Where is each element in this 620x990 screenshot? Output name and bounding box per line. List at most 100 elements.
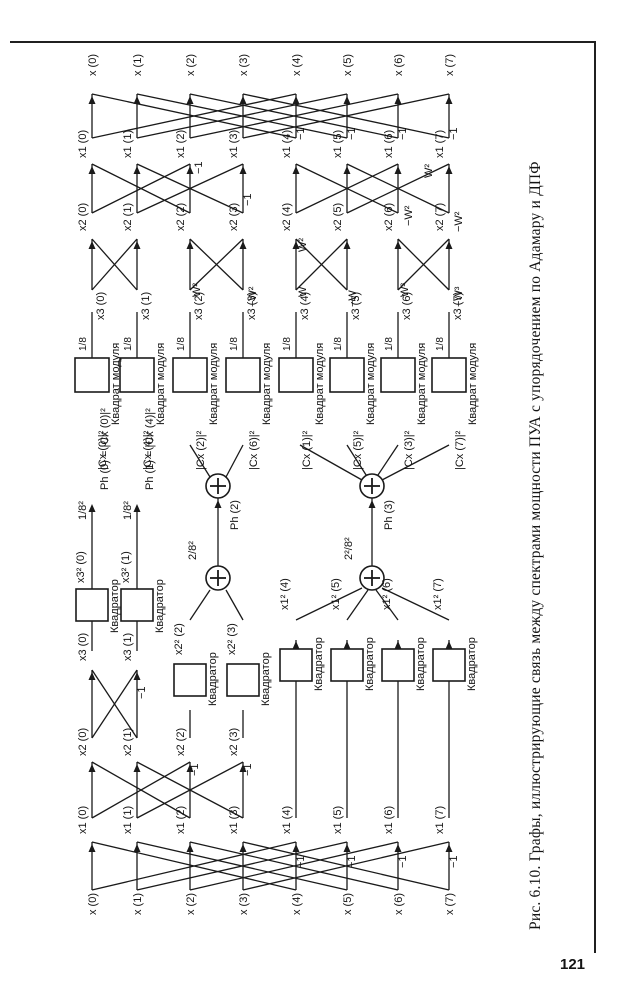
stage1-label: x1 (0) bbox=[77, 806, 89, 834]
stage3-right-label: x3 (4) bbox=[299, 292, 311, 320]
modulus-block-label: Квадрат модуля bbox=[208, 343, 220, 425]
butterfly-cross bbox=[136, 93, 348, 139]
twiddle-label: W² bbox=[423, 164, 435, 178]
coef-label: 2/8² bbox=[187, 541, 199, 560]
square-block bbox=[432, 648, 466, 682]
top-input-label: x (3) bbox=[238, 54, 250, 76]
butterfly-arrow bbox=[292, 844, 300, 852]
input-label: x (1) bbox=[132, 893, 144, 915]
top-input-label: x (6) bbox=[393, 54, 405, 76]
modulus-block bbox=[431, 357, 467, 393]
twiddle-label: W bbox=[297, 286, 309, 297]
stage1-label: x1 (5) bbox=[332, 806, 344, 834]
butterfly-cross bbox=[136, 163, 244, 214]
square-block-label: Квадратор bbox=[260, 652, 272, 706]
coef-label: 1/8 bbox=[229, 337, 240, 351]
square-out-label: x1² (5) bbox=[330, 578, 342, 610]
stage2-right-label: x2 (6) bbox=[383, 203, 395, 231]
butterfly-cross bbox=[346, 163, 450, 214]
stage2-label: x2 (1) bbox=[122, 728, 134, 756]
minus-one-label: −1 bbox=[189, 763, 201, 776]
stage2-right-label: x2 (2) bbox=[175, 203, 187, 231]
modulus-out-label: |Cx (7)|² bbox=[454, 430, 466, 470]
diagram-wires bbox=[91, 93, 450, 891]
square-block bbox=[381, 648, 415, 682]
twiddle-label: −W² bbox=[403, 205, 415, 226]
coef-label: 1/8 bbox=[384, 337, 395, 351]
square-block bbox=[226, 663, 260, 697]
butterfly-cross bbox=[189, 93, 399, 139]
butterfly-cross bbox=[189, 238, 244, 291]
square-out-label: x3² (1) bbox=[120, 551, 132, 583]
twiddle-label: −W² bbox=[453, 211, 465, 232]
input-label: x (3) bbox=[238, 893, 250, 915]
coef-label: 1/8² bbox=[77, 501, 89, 520]
butterfly-cross bbox=[136, 841, 348, 891]
butterfly-arrow bbox=[186, 241, 194, 249]
stage1-label: x1 (7) bbox=[434, 806, 446, 834]
pass-arrow bbox=[394, 641, 402, 649]
modulus-block-label: Квадрат модуля bbox=[467, 343, 479, 425]
minus-one-label: −1 bbox=[136, 686, 148, 699]
stage2-right-label: x2 (4) bbox=[281, 203, 293, 231]
butterfly-arrow bbox=[394, 166, 402, 174]
modulus-out-label: |Cx (2)|² bbox=[195, 430, 207, 470]
butterfly-cross bbox=[91, 669, 138, 739]
square-block bbox=[120, 588, 154, 622]
butterfly-arrow bbox=[88, 672, 96, 680]
butterfly-arrow bbox=[445, 844, 453, 852]
wire bbox=[225, 444, 244, 478]
stage3-label: x3 (1) bbox=[122, 633, 134, 661]
butterfly-arrow bbox=[292, 96, 300, 104]
power-label: Ph (1) = |Cx (4)|² bbox=[144, 408, 156, 490]
stage3-right-label: x3 (2) bbox=[193, 292, 205, 320]
top-input-label: x (1) bbox=[132, 54, 144, 76]
stage2-right-label: x2 (0) bbox=[77, 203, 89, 231]
top-input-label: x (7) bbox=[444, 54, 456, 76]
wire bbox=[381, 587, 450, 621]
butterfly-cross bbox=[242, 841, 450, 891]
wire bbox=[375, 589, 399, 621]
square-block-label: Квадратор bbox=[415, 637, 427, 691]
wire bbox=[299, 444, 363, 481]
modulus-out-label: |Cx (5)|² bbox=[352, 430, 364, 470]
coef-label: 1/8 bbox=[282, 337, 293, 351]
butterfly-cross bbox=[189, 841, 399, 891]
square-block bbox=[279, 648, 313, 682]
stage1-label: x1 (3) bbox=[228, 806, 240, 834]
top-input-label: x (5) bbox=[342, 54, 354, 76]
butterfly-cross bbox=[91, 841, 297, 891]
arrow-head bbox=[133, 504, 141, 512]
square-out-label: x2² (3) bbox=[226, 623, 238, 655]
minus-one-label: −1 bbox=[397, 855, 409, 868]
minus-one-label: −1 bbox=[448, 855, 460, 868]
stage1-right-label: x1 (2) bbox=[175, 130, 187, 158]
twiddle-label: −W² bbox=[247, 286, 259, 307]
coef-label: 1/8 bbox=[176, 337, 187, 351]
twiddle-label: −W bbox=[347, 290, 359, 307]
butterfly-arrow bbox=[239, 166, 247, 174]
modulus-block-label: Квадрат модуля bbox=[416, 343, 428, 425]
butterfly-arrow bbox=[394, 844, 402, 852]
stage2-right-label: x2 (1) bbox=[122, 203, 134, 231]
modulus-block bbox=[172, 357, 208, 393]
butterfly-arrow bbox=[343, 241, 351, 249]
coef-label: 2²/8² bbox=[343, 537, 355, 560]
butterfly-cross bbox=[91, 163, 191, 214]
pass-arrow bbox=[445, 641, 453, 649]
stage2-label: x2 (0) bbox=[77, 728, 89, 756]
modulus-block-label: Квадрат модуля bbox=[155, 343, 167, 425]
stage2-label: x2 (3) bbox=[228, 728, 240, 756]
page-number: 121 bbox=[560, 956, 586, 973]
butterfly-arrow bbox=[133, 96, 141, 104]
butterfly-arrow bbox=[186, 166, 194, 174]
butterfly-arrow bbox=[133, 764, 141, 772]
butterfly-arrow bbox=[186, 764, 194, 772]
stage2-right-label: x2 (3) bbox=[228, 203, 240, 231]
minus-one-label: −1 bbox=[295, 855, 307, 868]
modulus-out-label: |Cx (6)|² bbox=[248, 430, 260, 470]
stage3-right-label: x3 (1) bbox=[140, 292, 152, 320]
wire bbox=[189, 444, 211, 478]
stage2-right-label: x2 (7) bbox=[434, 203, 446, 231]
wire bbox=[346, 589, 369, 621]
